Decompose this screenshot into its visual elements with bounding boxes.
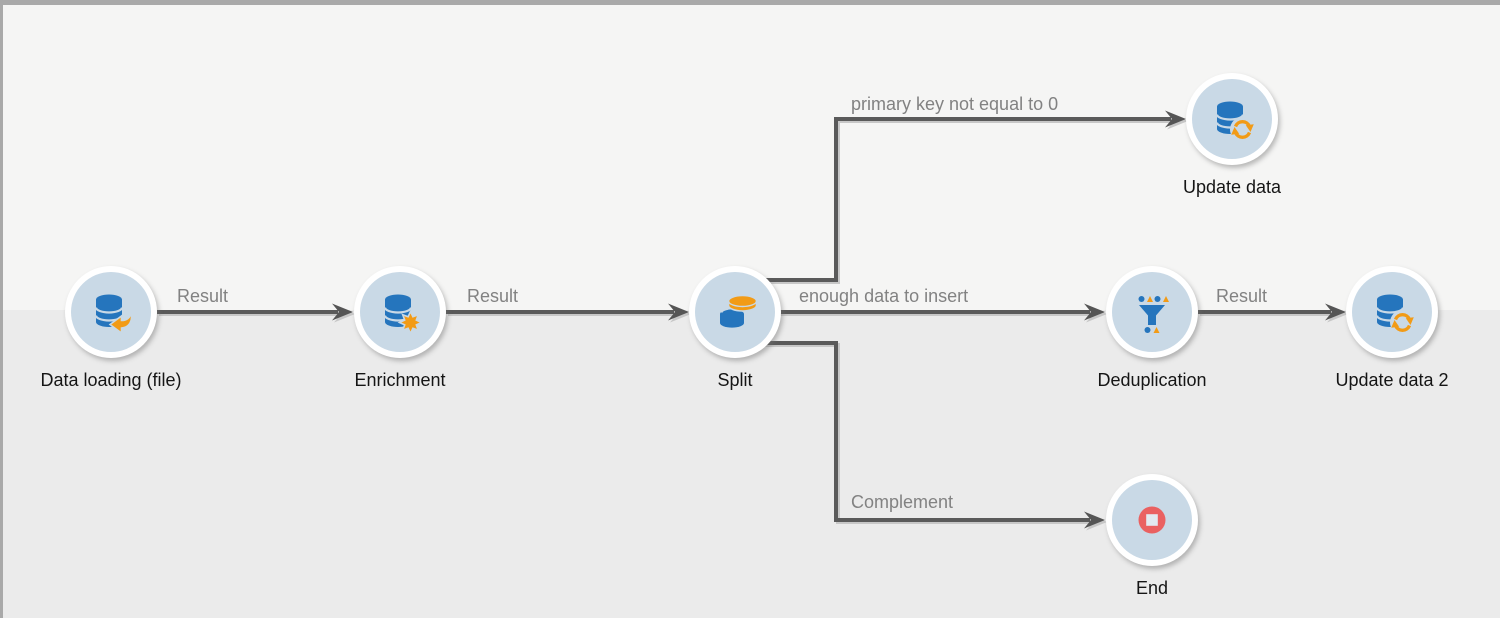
edge-split-to-update-data[interactable] <box>745 110 1188 284</box>
database-refresh-icon <box>1209 96 1255 142</box>
dedup-funnel-icon <box>1138 296 1169 333</box>
end-stop-icon <box>1138 506 1166 534</box>
edge-label-enough-data[interactable]: enough data to insert <box>799 286 969 306</box>
edge-deduplication-to-update-data-2[interactable] <box>1198 303 1348 323</box>
frame-border-top <box>0 0 1500 5</box>
edge-label-result-1[interactable]: Result <box>177 286 229 306</box>
edge-split-to-deduplication[interactable] <box>745 303 1107 323</box>
edge-dataloading-to-enrichment[interactable] <box>157 303 355 323</box>
node-label: Update data 2 <box>1335 370 1449 390</box>
node-label: Data loading (file) <box>40 370 182 390</box>
node-deduplication[interactable]: Deduplication <box>1052 266 1252 391</box>
edge-split-to-end[interactable] <box>745 341 1107 531</box>
node-label: End <box>1135 578 1169 598</box>
node-end[interactable]: End <box>1052 474 1252 599</box>
database-enrich-icon <box>377 289 423 335</box>
edge-enrichment-to-split[interactable] <box>446 303 691 323</box>
node-label: Enrichment <box>354 370 446 390</box>
split-cylinder-icon <box>720 294 758 328</box>
frame-border-left <box>0 0 3 618</box>
edge-label-complement[interactable]: Complement <box>851 492 954 512</box>
node-label: Split <box>717 370 753 390</box>
node-label: Deduplication <box>1097 370 1207 390</box>
node-update-data-2[interactable]: Update data 2 <box>1292 266 1492 391</box>
edge-label-result-2[interactable]: Result <box>467 286 519 306</box>
node-update-data[interactable]: Update data <box>1132 73 1332 198</box>
node-split[interactable]: Split <box>635 266 835 391</box>
edge-label-primary-key[interactable]: primary key not equal to 0 <box>851 94 1059 114</box>
database-refresh-icon <box>1369 289 1415 335</box>
edge-label-result-3[interactable]: Result <box>1216 286 1268 306</box>
node-data-loading-file[interactable]: Data loading (file) <box>11 266 211 391</box>
node-enrichment[interactable]: Enrichment <box>300 266 500 391</box>
node-label: Update data <box>1182 177 1282 197</box>
database-import-icon <box>88 289 133 335</box>
background-band-bottom <box>0 310 1500 618</box>
